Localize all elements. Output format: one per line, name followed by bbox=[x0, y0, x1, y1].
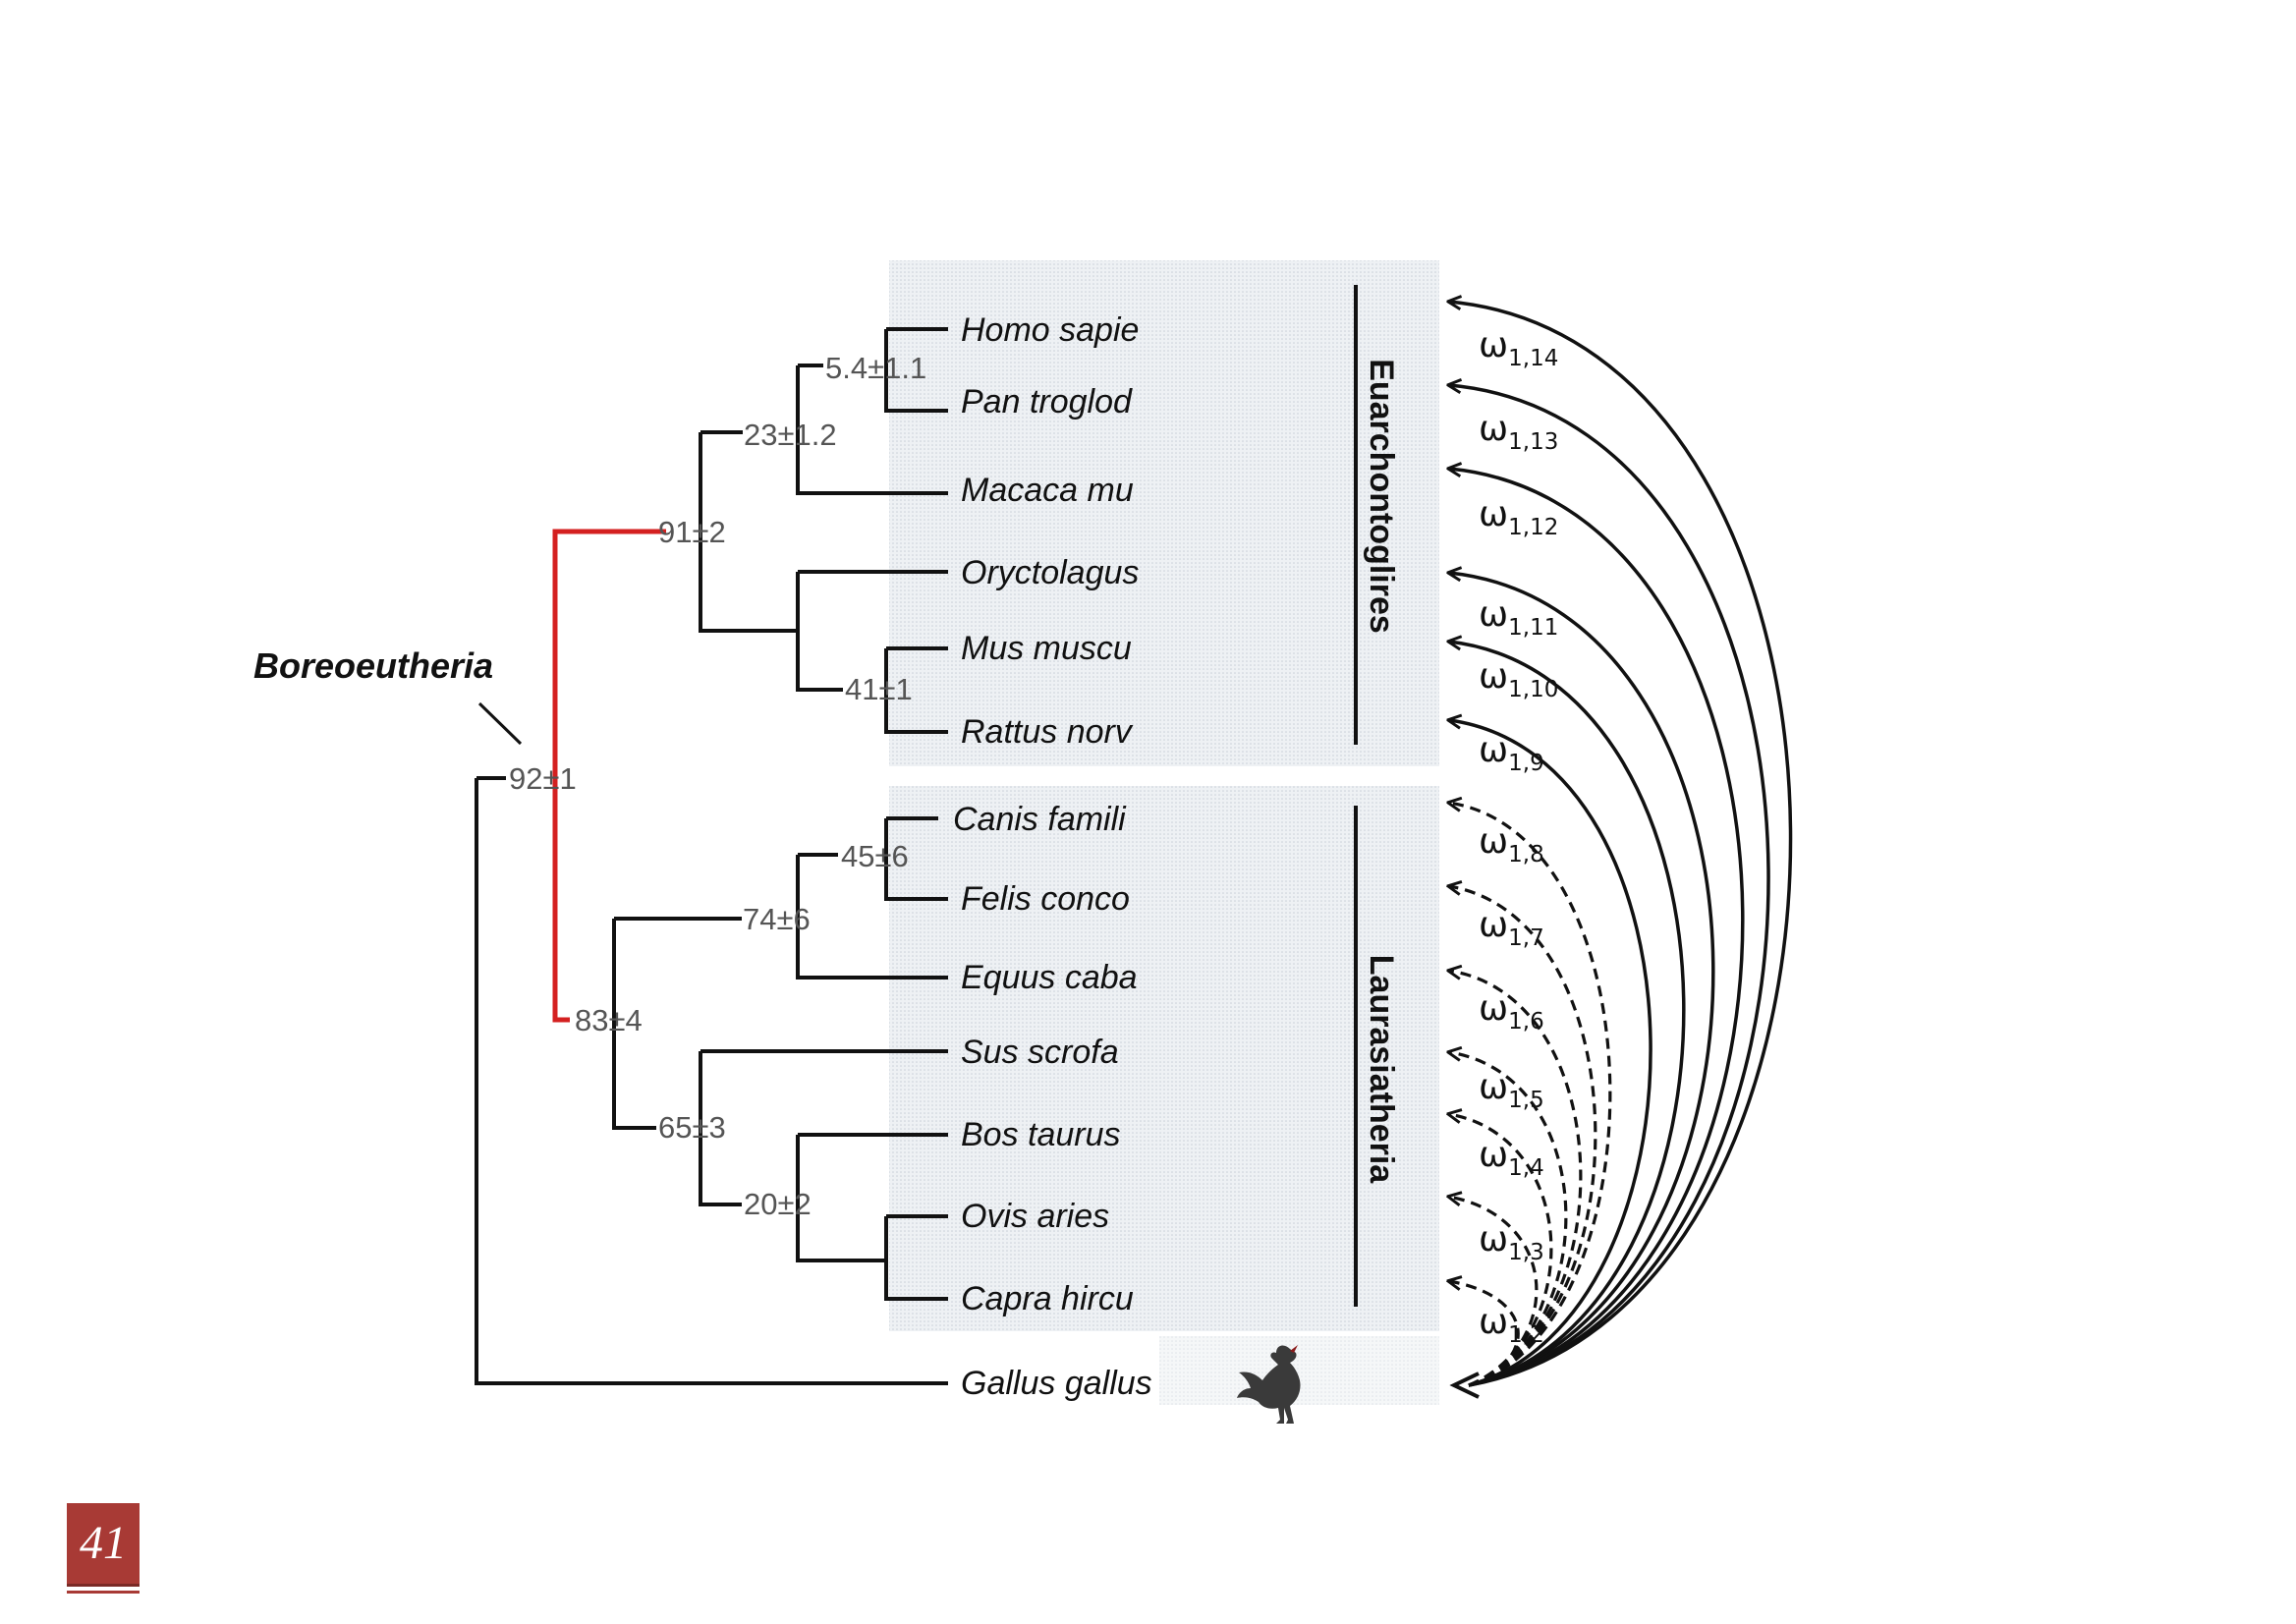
taxon-label: Oryctolagus bbox=[961, 554, 1139, 591]
taxon-label: Felis conco bbox=[961, 880, 1130, 918]
clade-pointer bbox=[477, 701, 523, 746]
rooster-icon bbox=[1237, 1345, 1301, 1424]
taxon-label: Equus caba bbox=[961, 959, 1138, 996]
node-labels: 92±1 91±2 83±4 23±1.2 5.4±1.1 41±1 74±6 … bbox=[509, 351, 926, 1221]
omega-label-1-5: ω1,5 bbox=[1479, 1067, 1544, 1113]
arc-omega-1-10 bbox=[1449, 642, 1686, 1387]
node-label-bovids: 20±2 bbox=[744, 1187, 812, 1221]
node-label-hominids: 5.4±1.1 bbox=[825, 351, 926, 385]
omega-label-1-2: ω1,2 bbox=[1479, 1302, 1544, 1348]
branch-ungulates-v bbox=[699, 1051, 742, 1206]
arc-omega-1-14 bbox=[1449, 302, 1793, 1387]
taxon-label: Pan troglod bbox=[961, 383, 1133, 420]
clade-label-boreoeutheria: Boreoeutheria bbox=[253, 645, 493, 686]
omega-label-1-8: ω1,8 bbox=[1479, 821, 1544, 868]
node-label-cp: 74±6 bbox=[743, 902, 811, 936]
arc-omega-1-13 bbox=[1449, 385, 1770, 1387]
branch-laurasiatheria bbox=[612, 919, 656, 1130]
node-label-euarchontoglires: 91±2 bbox=[658, 515, 726, 549]
group-label-euarchontoglires: Euarchontoglires bbox=[1363, 359, 1400, 634]
omega-labels: ω1,14 ω1,13 ω1,12 ω1,11 ω1,10 ω1,9 ω1,8 … bbox=[1479, 325, 1558, 1348]
taxon-label: Homo sapie bbox=[961, 311, 1139, 349]
branch-primates-v bbox=[796, 365, 948, 495]
arc-omega-1-8 bbox=[1449, 803, 1612, 1387]
node-label-laurasiatheria: 83±4 bbox=[575, 1003, 643, 1037]
branch-root bbox=[475, 778, 948, 1385]
arc-omega-1-7 bbox=[1449, 886, 1597, 1387]
arc-omega-1-4 bbox=[1449, 1114, 1553, 1387]
omega-arcs-dashed bbox=[1449, 803, 1612, 1387]
omega-label-1-4: ω1,4 bbox=[1479, 1135, 1544, 1181]
group-label-laurasiatheria: Laurasiatheria bbox=[1363, 955, 1400, 1185]
omega-label-1-11: ω1,11 bbox=[1479, 594, 1558, 641]
omega-label-1-3: ω1,3 bbox=[1479, 1219, 1544, 1265]
omega-label-1-13: ω1,13 bbox=[1479, 409, 1558, 455]
omega-label-1-6: ω1,6 bbox=[1479, 988, 1544, 1035]
arc-omega-1-9 bbox=[1449, 720, 1652, 1387]
gallus-arrowhead bbox=[1449, 1372, 1480, 1399]
branch-hominids-v bbox=[884, 329, 948, 413]
omega-label-1-7: ω1,7 bbox=[1479, 905, 1544, 951]
branch-murids bbox=[884, 648, 948, 734]
arc-omega-1-11 bbox=[1449, 573, 1715, 1387]
branch-glires bbox=[796, 572, 843, 692]
branch-cp-v bbox=[796, 855, 948, 980]
branch-boreoeutheria bbox=[552, 529, 666, 1023]
omega-label-1-10: ω1,10 bbox=[1479, 656, 1558, 702]
tree-branches bbox=[475, 327, 948, 1385]
node-label-murids: 41±1 bbox=[845, 672, 913, 706]
taxon-label: Ovis aries bbox=[961, 1198, 1109, 1235]
node-label-carnivora: 45±6 bbox=[841, 839, 909, 873]
taxon-label: Capra hircu bbox=[961, 1280, 1134, 1317]
taxon-labels: Homo sapie Pan troglod Macaca mu Oryctol… bbox=[953, 311, 1152, 1402]
taxon-label: Rattus norv bbox=[961, 713, 1134, 751]
taxon-label: Mus muscu bbox=[961, 630, 1132, 667]
arc-omega-1-6 bbox=[1449, 971, 1583, 1387]
omega-label-1-9: ω1,9 bbox=[1479, 730, 1544, 776]
page-number-badge: 41 bbox=[67, 1503, 140, 1594]
arc-omega-1-2 bbox=[1449, 1281, 1520, 1387]
taxon-label: Bos taurus bbox=[961, 1116, 1121, 1153]
arc-omega-1-5 bbox=[1449, 1052, 1568, 1387]
omega-label-1-12: ω1,12 bbox=[1479, 494, 1558, 540]
node-label-primates: 23±1.2 bbox=[744, 418, 837, 452]
taxon-label: Macaca mu bbox=[961, 472, 1134, 509]
branch-bovids-v bbox=[796, 1135, 886, 1262]
laurasiatheria-panel bbox=[889, 786, 1439, 1331]
taxon-label: Canis famili bbox=[953, 801, 1127, 838]
taxon-label: Sus scrofa bbox=[961, 1034, 1119, 1071]
node-label-ungulates: 65±3 bbox=[658, 1110, 726, 1145]
euarchontoglires-panel bbox=[889, 260, 1439, 766]
omega-arcs bbox=[1449, 302, 1793, 1387]
branch-euarchontoglires bbox=[699, 432, 798, 633]
taxon-label: Gallus gallus bbox=[961, 1365, 1152, 1402]
omega-label-1-14: ω1,14 bbox=[1479, 325, 1558, 371]
branch-carnivora-v bbox=[884, 818, 948, 901]
arc-omega-1-12 bbox=[1449, 469, 1745, 1387]
branch-caprini-v bbox=[884, 1216, 948, 1301]
gallus-panel bbox=[1159, 1336, 1439, 1405]
node-label-root: 92±1 bbox=[509, 761, 577, 796]
